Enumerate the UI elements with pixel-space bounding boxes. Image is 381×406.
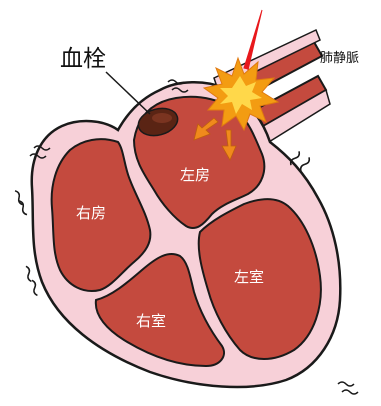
clot-label: 血栓 bbox=[60, 46, 106, 72]
clot-leader-line bbox=[106, 72, 150, 114]
pulmonary-vein-label: 肺静脈 bbox=[320, 51, 359, 66]
right-ventricle-label: 右室 bbox=[136, 312, 166, 330]
right-atrium-label: 右房 bbox=[76, 204, 106, 222]
left-atrium-label: 左房 bbox=[180, 166, 210, 184]
blood-clot-highlight bbox=[152, 113, 172, 123]
left-ventricle-label: 左室 bbox=[234, 268, 264, 286]
